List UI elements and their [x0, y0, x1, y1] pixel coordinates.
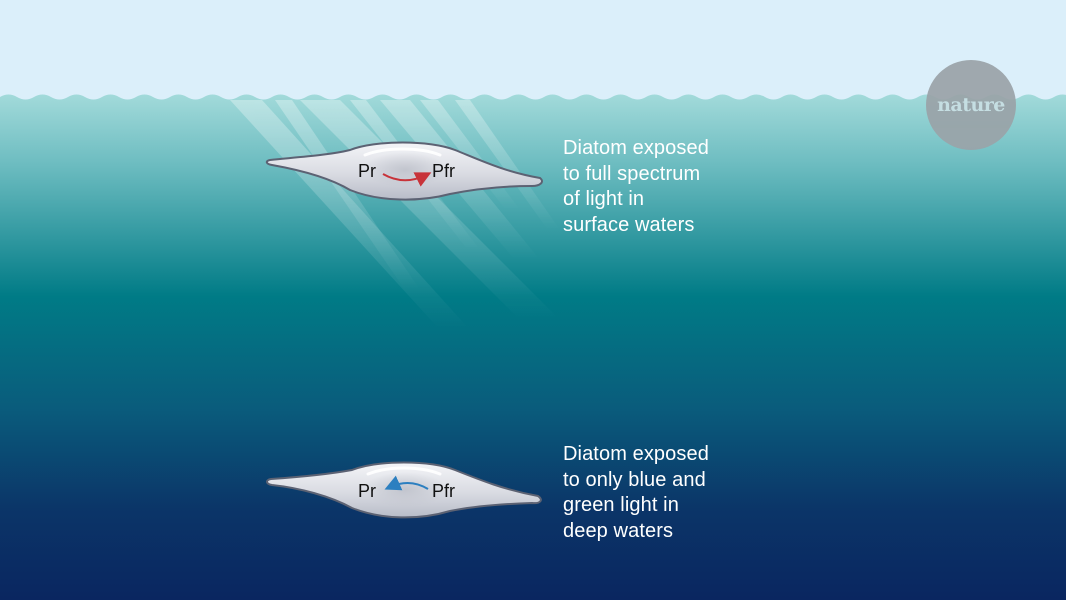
- caption-line: green light in: [563, 494, 679, 516]
- caption-line: surface waters: [563, 213, 695, 236]
- deep-caption: Diatom exposed to only blue and green li…: [563, 442, 763, 544]
- pr-label: Pr: [358, 161, 376, 181]
- water-body: [0, 94, 1066, 600]
- caption-line: to full spectrum: [563, 162, 701, 185]
- sky-area: [0, 0, 1066, 100]
- pr-label: Pr: [358, 481, 376, 501]
- caption-line: to only blue and: [563, 468, 706, 491]
- surface-diatom: Pr Pfr: [265, 141, 543, 201]
- caption-line: of light in: [563, 188, 645, 210]
- caption-line: Diatom exposed: [563, 137, 709, 159]
- deep-diatom: Pr Pfr: [266, 461, 542, 519]
- caption-line: Diatom exposed: [563, 443, 709, 465]
- nature-logo: nature: [926, 60, 1016, 150]
- surface-caption: Diatom exposed to full spectrum of light…: [563, 136, 763, 238]
- caption-line: deep waters: [563, 519, 674, 542]
- red-arrow-right-icon: [382, 172, 432, 187]
- pfr-label: Pfr: [432, 161, 455, 181]
- pfr-label: Pfr: [432, 481, 455, 501]
- logo-text: nature: [937, 94, 1005, 116]
- blue-arrow-left-icon: [384, 475, 429, 491]
